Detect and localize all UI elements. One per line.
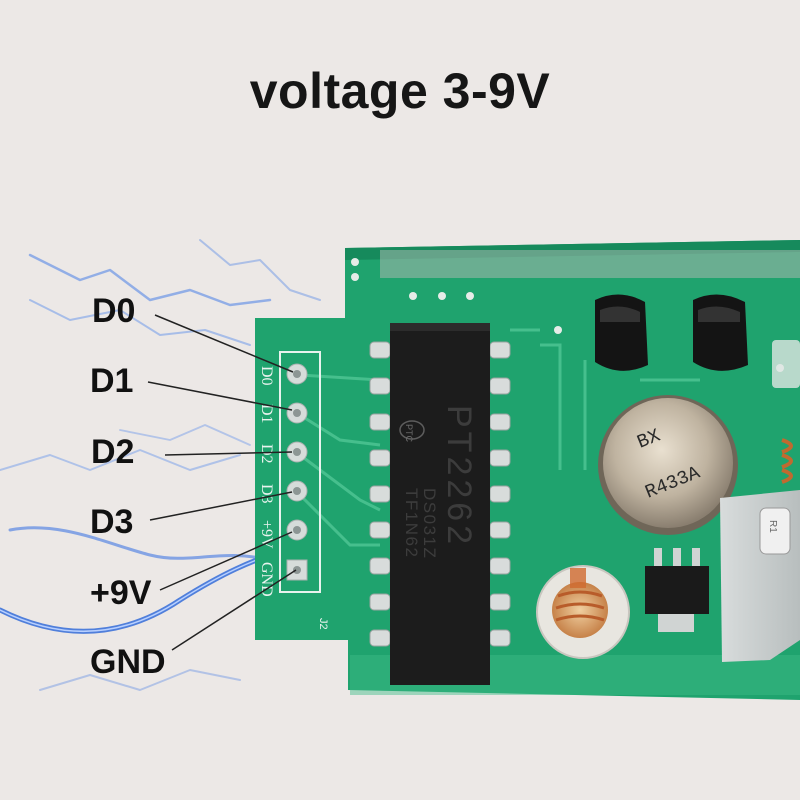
voltage-regulator bbox=[645, 548, 709, 632]
saw-resonator: BX R433A bbox=[598, 395, 738, 535]
pin-label-gnd: GND bbox=[90, 643, 166, 681]
silk-gnd: GND bbox=[258, 562, 275, 597]
chip-line-3: TF1N62 bbox=[402, 488, 421, 558]
voltage-title: voltage 3-9V bbox=[249, 63, 551, 119]
silk-d0: D0 bbox=[258, 366, 275, 386]
chip-logo: PTC bbox=[404, 424, 414, 443]
pin-label-9v: +9V bbox=[90, 574, 152, 612]
silk-d2: D2 bbox=[258, 444, 275, 464]
inductor-coil bbox=[536, 565, 630, 659]
connector-label: J2 bbox=[317, 618, 329, 630]
pin-label-d2: D2 bbox=[91, 433, 135, 471]
connector-j2: J2 bbox=[279, 351, 329, 630]
silk-d1: D1 bbox=[258, 404, 275, 424]
right-components: R1 bbox=[720, 340, 800, 662]
pin-label-d3: D3 bbox=[90, 503, 134, 541]
transistors bbox=[595, 294, 748, 371]
chip-part-number: PT2262 bbox=[440, 405, 478, 548]
silk-9v: +9V bbox=[258, 520, 275, 549]
silk-d3: D3 bbox=[258, 484, 275, 504]
pcb-traces bbox=[298, 328, 700, 547]
ic-chip: PTC PT2262 DS031Z TF1N62 bbox=[390, 323, 490, 685]
pin-label-d0: D0 bbox=[92, 292, 136, 330]
pin-label-d1: D1 bbox=[90, 362, 134, 400]
chip-line-2: DS031Z bbox=[420, 488, 439, 559]
resistor-label: R1 bbox=[767, 520, 778, 533]
